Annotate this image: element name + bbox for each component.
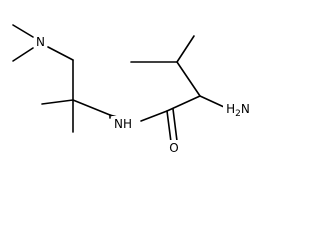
carbonyl-oxygen-label: O — [169, 141, 178, 155]
carbonyl-o-backdrop — [167, 140, 181, 155]
bond-nh-to-carbonyl-c — [140, 110, 168, 122]
amino-h2n-backdrop — [223, 100, 255, 116]
bond-carbonyl-c-to-alpha-c — [166, 95, 201, 112]
amine-n-backdrop — [34, 34, 47, 49]
amine-nitrogen-label: N — [36, 35, 45, 49]
bond-alpha-c-to-nh2 — [199, 95, 225, 108]
bond-methyl-lower-to-n — [12, 47, 34, 62]
amino-h2n-label: H2N — [226, 102, 250, 119]
bond-quaternary-c-to-methyl-left — [41, 99, 74, 105]
bond-n-to-ch2 — [47, 46, 74, 61]
chemical-structure: N NH H2N O — [12, 24, 255, 155]
bond-ch-to-methyl-up — [176, 35, 195, 63]
amide-nh-label: NH — [114, 117, 132, 131]
bond-skeleton — [12, 24, 225, 143]
bond-carbonyl-c-to-o — [166, 110, 172, 143]
bond-alpha-c-to-ch — [176, 61, 201, 97]
atom-labels: N NH H2N O — [34, 34, 255, 155]
bond-methyl-upper-to-n — [12, 24, 34, 38]
bond-carbonyl-c-to-o-double — [172, 108, 178, 142]
bond-quaternary-c-to-ch2 — [72, 99, 111, 116]
amide-nh-backdrop — [112, 116, 134, 131]
